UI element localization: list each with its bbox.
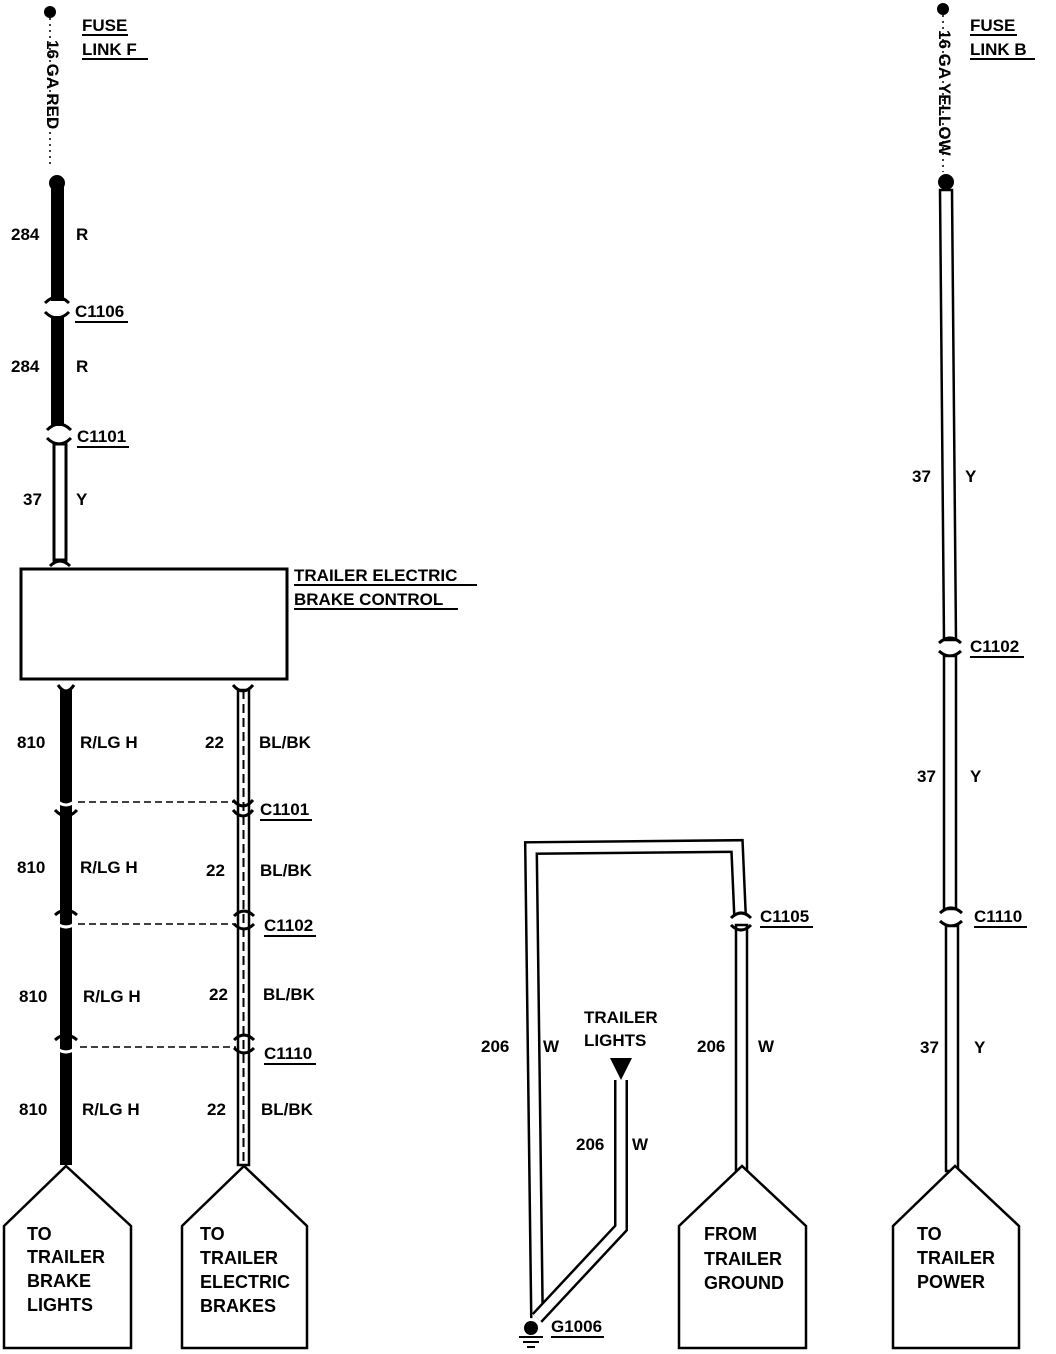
svg-text:R/LG H: R/LG H: [83, 987, 141, 1006]
svg-text:206: 206: [697, 1037, 725, 1056]
terminal-to-trailer-power: TO TRAILER POWER: [891, 1164, 1021, 1350]
svg-text:37: 37: [23, 490, 42, 509]
terminal-trailer-electric-brakes: TO TRAILER ELECTRIC BRAKES: [180, 1164, 309, 1350]
brake-control-module: TRAILER ELECTRIC BRAKE CONTROL: [19, 566, 477, 681]
fuse-link-f: FUSE LINK F 16 GA RED: [43, 6, 148, 165]
wire-284-lower: 284 R: [11, 316, 88, 426]
connector-c1105: C1105: [760, 907, 809, 926]
svg-text:FUSE: FUSE: [970, 16, 1015, 35]
svg-text:BRAKES: BRAKES: [200, 1296, 276, 1316]
svg-text:206: 206: [576, 1135, 604, 1154]
connector-c1110-right: C1110: [974, 907, 1022, 926]
connector-c1102: C1102: [264, 916, 313, 935]
wire-810-column: 810 R/LG H 810 R/LG H 810 R/LG H 810 R/L…: [17, 684, 141, 1165]
gauge-yellow-label: 16 GA YELLOW: [935, 30, 954, 157]
svg-text:22: 22: [205, 733, 224, 752]
svg-text:810: 810: [19, 1100, 47, 1119]
wire-37-left: 37 Y: [23, 442, 88, 568]
connector-c1110: C1110: [264, 1044, 312, 1063]
trailer-lights-branch: TRAILER LIGHTS 206 W: [531, 1008, 658, 1323]
svg-text:22: 22: [207, 1100, 226, 1119]
connector-links-left: C1101 C1102 C1110: [78, 800, 316, 1065]
svg-text:Y: Y: [76, 490, 88, 509]
module-label-1: TRAILER ELECTRIC: [294, 566, 457, 585]
svg-text:C1106: C1106: [75, 302, 124, 321]
terminal-from-trailer-ground: FROM TRAILER GROUND: [677, 1164, 808, 1350]
svg-text:GROUND: GROUND: [704, 1273, 784, 1293]
gauge-red-label: 16 GA RED: [43, 40, 62, 129]
svg-text:C1101: C1101: [77, 427, 126, 446]
svg-text:G1006: G1006: [551, 1317, 602, 1336]
svg-text:R: R: [76, 357, 88, 376]
svg-text:R: R: [76, 225, 88, 244]
svg-text:284: 284: [11, 357, 40, 376]
connector-c1101: C1101: [260, 800, 309, 819]
trailer-lights-label-2: LIGHTS: [584, 1031, 646, 1050]
svg-text:Y: Y: [970, 767, 982, 786]
svg-text:284: 284: [11, 225, 40, 244]
svg-text:37: 37: [917, 767, 936, 786]
arrow-down-icon: [610, 1058, 632, 1080]
terminal-trailer-brake-lights: TO TRAILER BRAKE LIGHTS: [2, 1164, 133, 1350]
svg-text:TRAILER: TRAILER: [27, 1247, 105, 1267]
fuse-f-label-2: LINK F: [82, 40, 137, 59]
svg-text:W: W: [632, 1135, 649, 1154]
fuse-link-b: FUSE LINK B 16 GA YELLOW: [935, 3, 1035, 172]
svg-text:POWER: POWER: [917, 1272, 985, 1292]
svg-text:BL/BK: BL/BK: [263, 985, 316, 1004]
svg-text:810: 810: [17, 858, 45, 877]
svg-text:TO: TO: [27, 1224, 52, 1244]
connector-c1101-top: C1101: [45, 422, 129, 448]
svg-text:810: 810: [17, 733, 45, 752]
ground-icon: [519, 1336, 543, 1348]
wire-284-upper: 284 R: [11, 175, 88, 301]
svg-text:TRAILER: TRAILER: [917, 1248, 995, 1268]
svg-text:R/LG H: R/LG H: [82, 1100, 140, 1119]
svg-text:22: 22: [209, 985, 228, 1004]
svg-text:FROM: FROM: [704, 1224, 757, 1244]
svg-text:ELECTRIC: ELECTRIC: [200, 1272, 290, 1292]
svg-text:LIGHTS: LIGHTS: [27, 1295, 93, 1315]
svg-text:R/LG H: R/LG H: [80, 858, 138, 877]
svg-text:22: 22: [206, 861, 225, 880]
trailer-lights-label-1: TRAILER: [584, 1008, 658, 1027]
svg-text:Y: Y: [965, 467, 977, 486]
svg-text:BRAKE: BRAKE: [27, 1271, 91, 1291]
svg-text:206: 206: [481, 1037, 509, 1056]
svg-text:BL/BK: BL/BK: [260, 861, 313, 880]
connector-c1106: C1106: [43, 295, 128, 323]
svg-text:37: 37: [920, 1038, 939, 1057]
module-label-2: BRAKE CONTROL: [294, 590, 443, 609]
wire-22-column: 22 BL/BK 22 BL/BK 22 BL/BK 22 BL/BK: [205, 683, 316, 1167]
svg-text:W: W: [758, 1037, 775, 1056]
connector-c1102-right: C1102: [970, 637, 1019, 656]
svg-text:37: 37: [912, 467, 931, 486]
svg-text:BL/BK: BL/BK: [259, 733, 312, 752]
svg-text:810: 810: [19, 987, 47, 1006]
svg-text:LINK B: LINK B: [970, 40, 1027, 59]
svg-text:TO: TO: [917, 1224, 942, 1244]
svg-text:TRAILER: TRAILER: [704, 1249, 782, 1269]
ground-g1006: G1006: [519, 1317, 604, 1348]
svg-text:R/LG H: R/LG H: [80, 733, 138, 752]
svg-text:TO: TO: [200, 1224, 225, 1244]
svg-text:W: W: [543, 1037, 560, 1056]
wire-206-loop: C1105 206 W 206 W: [481, 838, 813, 1319]
wire-37-right: C1102 C1110 37 Y 37 Y 37 Y: [912, 174, 1027, 1173]
svg-text:TRAILER: TRAILER: [200, 1248, 278, 1268]
fuse-f-label-1: FUSE: [82, 16, 127, 35]
svg-text:Y: Y: [974, 1038, 986, 1057]
svg-text:BL/BK: BL/BK: [261, 1100, 314, 1119]
